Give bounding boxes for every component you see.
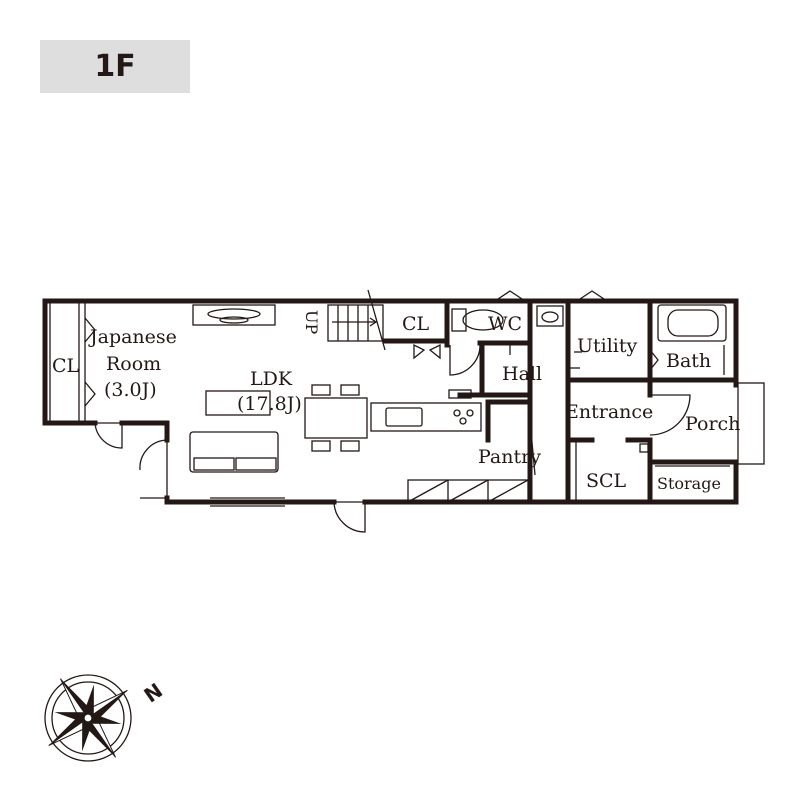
label-porch: Porch	[685, 413, 740, 435]
label-scl: SCL	[586, 470, 627, 492]
label-bath: Bath	[666, 350, 711, 372]
label-up: UP	[302, 310, 321, 334]
label-ldk-size: (17.8J)	[237, 393, 302, 415]
label-utility: Utility	[577, 335, 638, 357]
label-japanese-size: (3.0J)	[104, 379, 157, 401]
bath-fixtures	[570, 304, 727, 375]
label-hall: Hall	[502, 363, 542, 385]
interior-walls	[382, 298, 739, 505]
floor-label-text: 1F	[94, 49, 136, 84]
label-wc: WC	[488, 313, 522, 335]
label-japanese-room: Japanese	[88, 326, 177, 348]
label-japanese-room-2: Room	[106, 353, 161, 375]
wc-fixtures	[451, 290, 608, 476]
label-storage: Storage	[657, 474, 721, 493]
japanese-room-fixtures	[49, 301, 168, 499]
room-labels: CL Japanese Room (3.0J) LDK (17.8J) UP C…	[52, 310, 740, 493]
label-entrance: Entrance	[565, 401, 653, 423]
label-pantry: Pantry	[478, 446, 541, 468]
ldk-fixtures	[189, 304, 529, 533]
label-cl-left: CL	[52, 355, 80, 377]
hall-doors	[413, 343, 481, 376]
label-cl-top: CL	[402, 313, 430, 335]
compass-north-label: N	[139, 678, 166, 707]
stairs	[327, 289, 386, 351]
compass-rose-icon	[44, 674, 132, 762]
entrance-fixtures	[575, 382, 765, 500]
label-ldk: LDK	[250, 368, 293, 390]
floor-label: 1F	[40, 40, 190, 93]
